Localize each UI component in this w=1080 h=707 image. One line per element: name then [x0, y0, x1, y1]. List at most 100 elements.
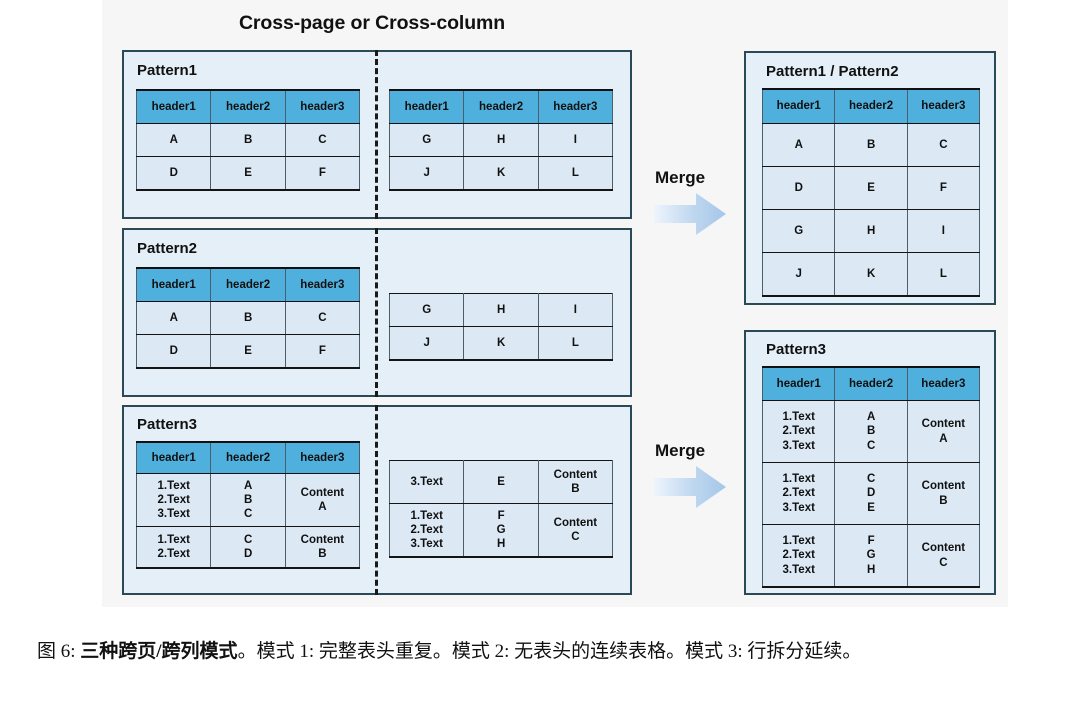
table-cell: J [388, 326, 465, 361]
panel-pattern1-splitter [375, 50, 378, 219]
table-row: J K L [388, 326, 614, 361]
table-cell: K [463, 326, 539, 361]
column-header: header2 [463, 89, 539, 124]
panel-merged-pattern3: Pattern3 header1 header2 header3 1.Text … [744, 330, 996, 595]
column-header: header3 [537, 89, 614, 124]
table-cell: B [834, 123, 908, 167]
table-row: 1.Text 2.Text 3.Text F G H Content C [388, 503, 614, 558]
table-cell: H [463, 293, 539, 327]
table-row: A B C [135, 123, 361, 157]
table-cell: F G H [834, 524, 908, 588]
table-cell: A [135, 123, 212, 157]
table-cell: E [210, 334, 286, 369]
table-cell: K [463, 156, 539, 191]
panel-merged-pattern12: Pattern1 / Pattern2 header1 header2 head… [744, 51, 996, 305]
table-row: A B C [761, 123, 981, 167]
table-cell: Content C [537, 503, 614, 558]
table-cell: 1.Text 2.Text 3.Text [761, 400, 836, 463]
panel-pattern2-title: Pattern2 [137, 240, 198, 257]
table-cell: F [284, 156, 361, 191]
table-header-row: header1 header2 header3 [135, 441, 361, 474]
table-cell: C D E [834, 462, 908, 525]
panel-merged-pattern12-title: Pattern1 / Pattern2 [766, 63, 899, 80]
table-header-row: header1 header2 header3 [388, 89, 614, 124]
table-cell: D [135, 156, 212, 191]
column-header: header3 [906, 88, 981, 124]
table-row: 1.Text 2.Text 3.Text A B C Content A [135, 473, 361, 527]
column-header: header2 [834, 366, 908, 401]
table-row: D E F [135, 156, 361, 191]
table-cell: 1.Text 2.Text 3.Text [761, 462, 836, 525]
column-header: header2 [210, 89, 286, 124]
table-cell: A B C [834, 400, 908, 463]
table-cell: A [135, 301, 212, 335]
table-row: A B C [135, 301, 361, 335]
table-row: G H I [761, 209, 981, 253]
table-cell: F [906, 166, 981, 210]
table-pattern3-left: header1 header2 header3 1.Text 2.Text 3.… [135, 441, 361, 569]
table-cell: E [834, 166, 908, 210]
table-cell: 1.Text 2.Text 3.Text [135, 473, 212, 527]
table-pattern2-right: G H I J K L [388, 293, 614, 361]
table-row: J K L [761, 252, 981, 297]
table-cell: K [834, 252, 908, 297]
table-cell: L [537, 326, 614, 361]
table-cell: F G H [463, 503, 539, 558]
panel-pattern3-splitter [375, 405, 378, 595]
column-header: header1 [761, 88, 836, 124]
table-header-row: header1 header2 header3 [135, 89, 361, 124]
table-cell: B [210, 123, 286, 157]
table-cell: E [463, 460, 539, 504]
table-cell: H [463, 123, 539, 157]
column-header: header3 [906, 366, 981, 401]
column-header: header2 [210, 267, 286, 302]
caption-label: 图 6: [37, 641, 81, 662]
merge-arrow-top-icon [654, 193, 726, 235]
table-pattern1-left: header1 header2 header3 A B C D E F [135, 89, 361, 191]
table-row: D E F [135, 334, 361, 369]
table-cell: C D [210, 526, 286, 569]
table-cell: 1.Text 2.Text 3.Text [388, 503, 465, 558]
column-header: header3 [284, 267, 361, 302]
table-cell: G [761, 209, 836, 253]
panel-pattern1-title: Pattern1 [137, 62, 198, 79]
figure-title: Cross-page or Cross-column [238, 12, 506, 34]
panel-pattern2-splitter [375, 228, 378, 397]
table-pattern3-right: 3.Text E Content B 1.Text 2.Text 3.Text … [388, 460, 614, 558]
table-cell: Content A [906, 400, 981, 463]
caption-body: 。模式 1: 完整表头重复。模式 2: 无表头的连续表格。模式 3: 行拆分延续… [237, 641, 862, 662]
table-row: D E F [761, 166, 981, 210]
table-row: 1.Text 2.Text 3.Text A B C Content A [761, 400, 981, 463]
figure-canvas: Cross-page or Cross-column Pattern1 head… [102, 0, 1008, 607]
table-cell: 3.Text [388, 460, 465, 504]
table-cell: A B C [210, 473, 286, 527]
figure-caption: 图 6: 三种跨页/跨列模式。模式 1: 完整表头重复。模式 2: 无表头的连续… [37, 637, 1047, 668]
table-cell: J [388, 156, 465, 191]
panel-pattern3-title: Pattern3 [137, 416, 198, 433]
table-header-row: header1 header2 header3 [135, 267, 361, 302]
table-row: G H I [388, 123, 614, 157]
merge-label-top: Merge [655, 168, 706, 187]
table-cell: G [388, 293, 465, 327]
table-cell: I [537, 123, 614, 157]
merge-label-bottom: Merge [655, 441, 706, 460]
table-cell: Content A [284, 473, 361, 527]
column-header: header1 [388, 89, 465, 124]
table-header-row: header1 header2 header3 [761, 366, 981, 401]
table-cell: H [834, 209, 908, 253]
table-cell: Content B [906, 462, 981, 525]
caption-title: 三种跨页/跨列模式 [80, 641, 238, 662]
panel-pattern2: Pattern2 header1 header2 header3 A B C D… [122, 228, 632, 397]
merge-arrow-bottom-icon [654, 466, 726, 508]
table-cell: G [388, 123, 465, 157]
column-header: header1 [135, 89, 212, 124]
table-pattern1-right: header1 header2 header3 G H I J K L [388, 89, 614, 191]
table-pattern2-left: header1 header2 header3 A B C D E F [135, 267, 361, 369]
table-cell: Content B [537, 460, 614, 504]
column-header: header1 [761, 366, 836, 401]
table-row: G H I [388, 293, 614, 327]
table-cell: J [761, 252, 836, 297]
panel-pattern1: Pattern1 header1 header2 header3 A B C D… [122, 50, 632, 219]
table-header-row: header1 header2 header3 [761, 88, 981, 124]
table-cell: 1.Text 2.Text 3.Text [761, 524, 836, 588]
